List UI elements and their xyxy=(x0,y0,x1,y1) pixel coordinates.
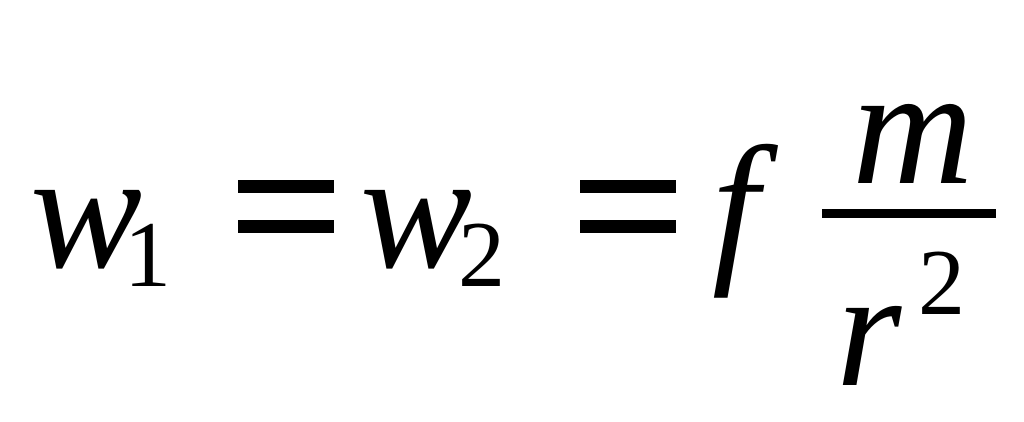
equation: w 1 w 2 f m r 2 xyxy=(30,34,996,422)
denominator-r: r xyxy=(836,236,902,422)
exponent-2: 2 xyxy=(918,231,965,335)
numerator-m: m xyxy=(852,34,974,220)
variable-w2: w xyxy=(360,118,473,304)
variable-f: f xyxy=(712,113,759,299)
subscript-1: 1 xyxy=(124,203,171,307)
fraction-bar xyxy=(822,209,996,218)
variable-w1: w xyxy=(30,118,143,304)
subscript-2: 2 xyxy=(458,203,505,307)
